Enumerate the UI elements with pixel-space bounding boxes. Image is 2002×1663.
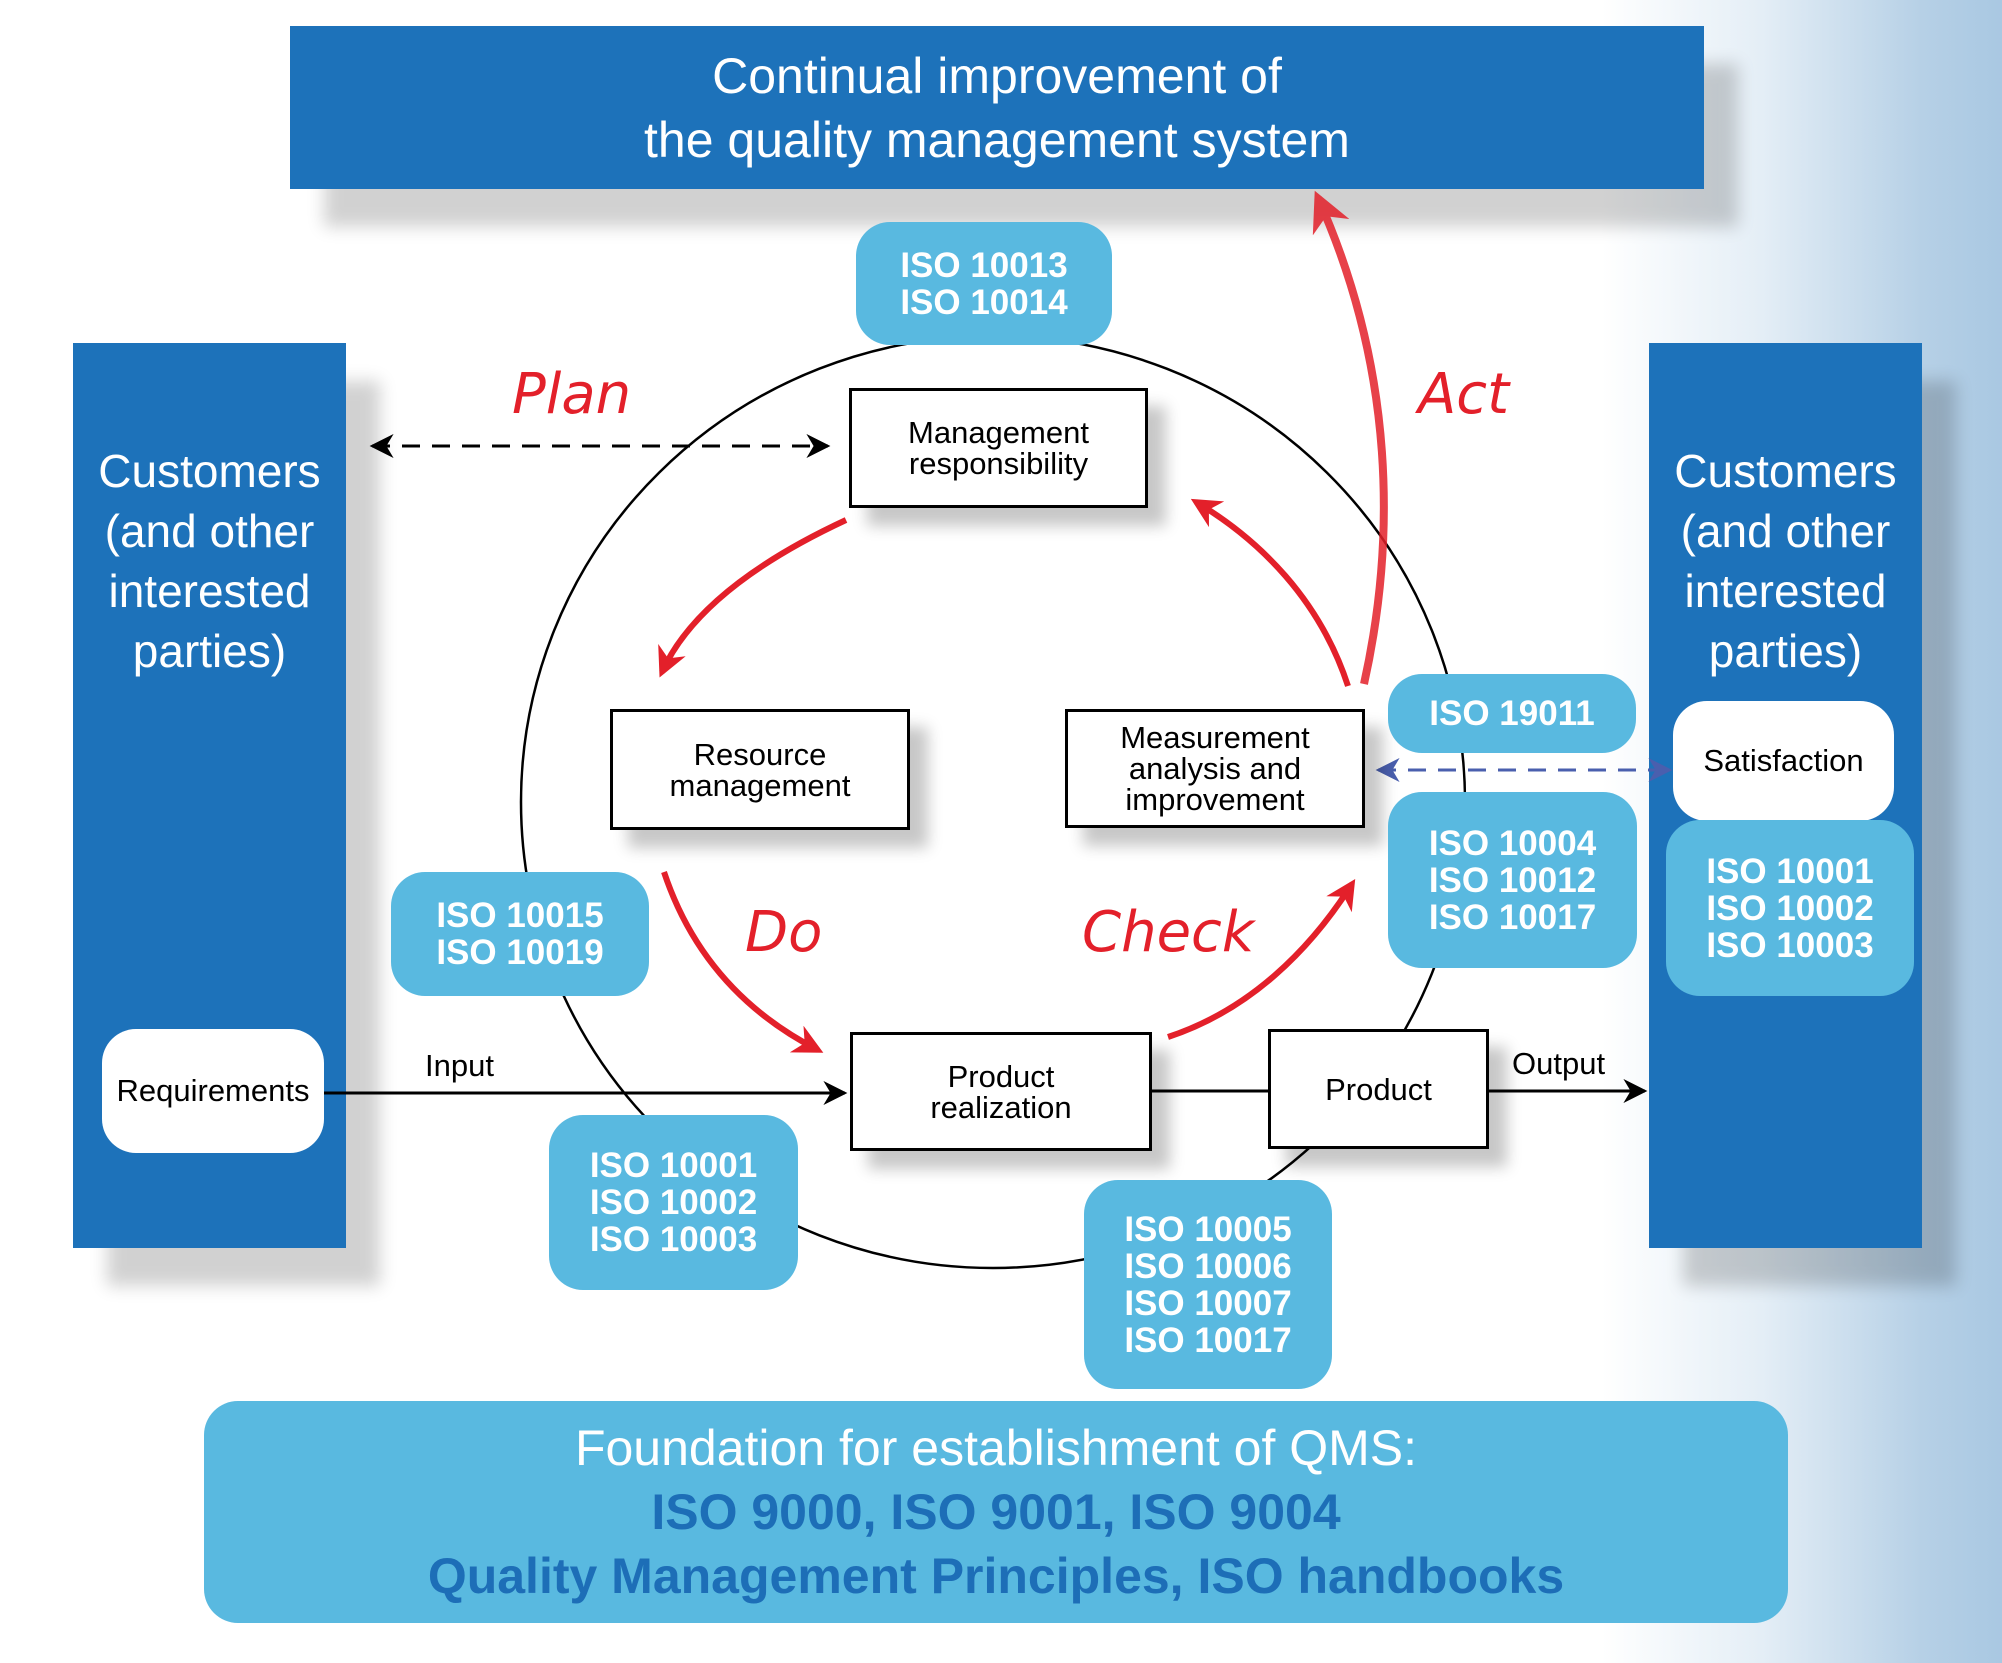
box-text: improvement [1125, 782, 1305, 817]
iso-code: ISO 10014 [900, 282, 1068, 322]
requirements-pill: Requirements [102, 1029, 324, 1153]
iso-satisfaction-group: ISO 10001 ISO 10002 ISO 10003 [1666, 820, 1914, 996]
plan-label: Plan [512, 362, 632, 427]
customers-left-line: Customers [98, 445, 321, 497]
foundation-heading: Foundation for establishment of QMS: [574, 1420, 1418, 1476]
box-text: realization [930, 1089, 1072, 1125]
product-box: Product [1268, 1029, 1489, 1149]
continual-improvement-banner: Continual improvement of the quality man… [290, 26, 1704, 189]
iso-audit-group: ISO 19011 [1388, 674, 1636, 753]
iso-input-group: ISO 10001 ISO 10002 ISO 10003 [549, 1115, 798, 1290]
box-text: responsibility [908, 446, 1089, 481]
iso-code: ISO 10001 [1706, 851, 1874, 891]
iso-code: ISO 10007 [1124, 1283, 1292, 1323]
measurement-to-management-arrow [1190, 498, 1351, 687]
iso-code: ISO 10002 [1706, 888, 1874, 928]
resource-to-realization-arrow [661, 871, 824, 1053]
customers-right-title: Customers (and other interested parties) [1649, 441, 1922, 681]
iso-code: ISO 10002 [589, 1183, 758, 1222]
foundation-box: Foundation for establishment of QMS: ISO… [204, 1401, 1788, 1623]
iso-code: ISO 10003 [589, 1220, 758, 1259]
iso-code: ISO 10006 [1124, 1246, 1292, 1286]
act-arrow [1312, 190, 1388, 685]
customers-left-line: parties) [132, 625, 287, 677]
iso-resource-group: ISO 10015 ISO 10019 [391, 872, 649, 996]
iso-code: ISO 10019 [436, 933, 604, 972]
customers-left-line: (and other [104, 505, 315, 557]
foundation-standards: ISO 9000, ISO 9001, ISO 9004 [651, 1484, 1341, 1540]
customers-left-title: Customers (and other interested parties) [73, 441, 346, 681]
iso-code: ISO 10015 [436, 896, 604, 935]
iso-code: ISO 10001 [589, 1146, 758, 1185]
resource-management-box: Resource management [610, 709, 910, 830]
box-text: Product [1325, 1071, 1432, 1107]
measurement-analysis-box: Measurement analysis and improvement [1065, 709, 1365, 828]
customers-right-line: interested [1684, 565, 1887, 617]
plan-to-resource-arrow [658, 517, 848, 678]
do-label: Do [745, 900, 823, 965]
check-label: Check [1082, 900, 1255, 965]
customers-right-line: Customers [1674, 445, 1897, 497]
satisfaction-pill: Satisfaction [1673, 701, 1894, 821]
iso-code: ISO 10005 [1124, 1209, 1292, 1249]
banner-line-2: the quality management system [644, 111, 1350, 168]
iso-management-group: ISO 10013 ISO 10014 [856, 222, 1112, 345]
management-responsibility-box: Management responsibility [849, 388, 1148, 508]
iso-code: ISO 10017 [1428, 897, 1597, 937]
customers-left-line: interested [108, 565, 311, 617]
iso-code: ISO 10003 [1706, 925, 1874, 965]
iso-measurement-group: ISO 10004 ISO 10012 ISO 10017 [1388, 792, 1637, 968]
box-text: Product [947, 1058, 1055, 1094]
foundation-principles: Quality Management Principles, ISO handb… [427, 1548, 1565, 1604]
iso-code: ISO 19011 [1429, 694, 1595, 733]
product-realization-box: Product realization [850, 1032, 1152, 1151]
iso-code: ISO 10004 [1428, 823, 1597, 863]
banner-line-1: Continual improvement of [712, 47, 1282, 104]
iso-realization-group: ISO 10005 ISO 10006 ISO 10007 ISO 10017 [1084, 1180, 1332, 1389]
customers-right-line: parties) [1708, 625, 1863, 677]
iso-code: ISO 10012 [1428, 860, 1597, 900]
realization-to-measurement-arrow [1167, 878, 1356, 1040]
box-text: analysis and [1128, 751, 1302, 786]
act-label: Act [1418, 362, 1510, 427]
box-text: Measurement [1120, 720, 1310, 755]
box-text: Management [908, 415, 1089, 450]
customers-right-line: (and other [1680, 505, 1891, 557]
box-text: Resource [693, 736, 827, 772]
box-text: management [669, 767, 851, 803]
output-label: Output [1512, 1046, 1606, 1081]
input-label: Input [425, 1048, 494, 1083]
iso-code: ISO 10013 [900, 245, 1068, 285]
iso-code: ISO 10017 [1124, 1320, 1292, 1360]
